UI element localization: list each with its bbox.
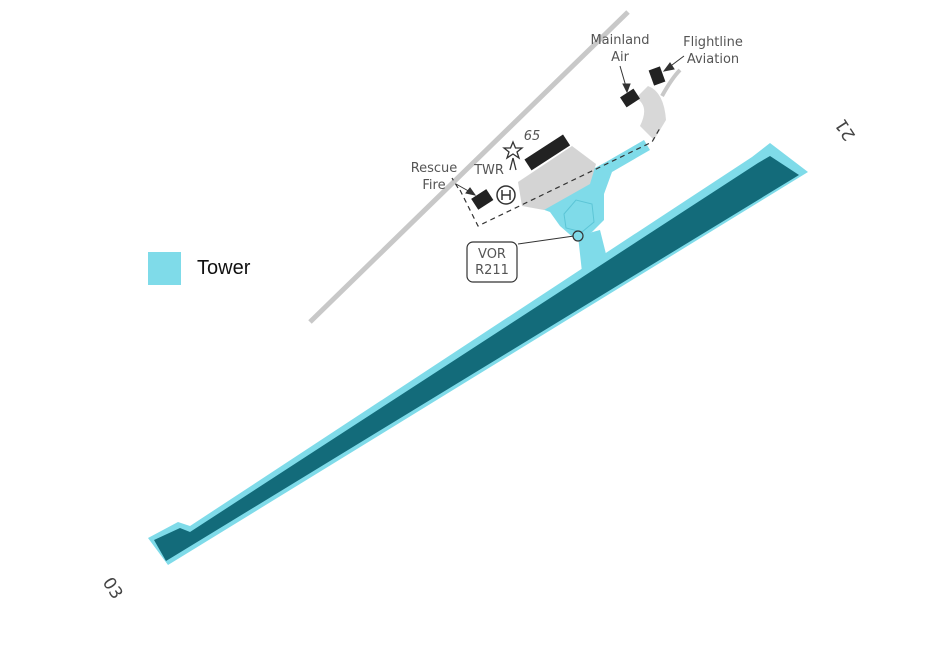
rescue-label-2: Fire bbox=[422, 178, 445, 193]
runway bbox=[154, 156, 799, 561]
beacon-icon bbox=[502, 140, 524, 171]
runway-end-03: 03 bbox=[98, 574, 127, 603]
buildings bbox=[471, 66, 666, 210]
mainland-air-label-1: Mainland bbox=[590, 33, 649, 48]
service-road bbox=[636, 86, 666, 140]
access-road bbox=[308, 10, 630, 324]
heliport-icon bbox=[496, 185, 516, 205]
boundary-line bbox=[451, 127, 661, 227]
building-flightline bbox=[648, 66, 666, 86]
legend-swatch-tower bbox=[148, 252, 181, 285]
building-terminal bbox=[524, 134, 571, 171]
tower-area-apron-taxiway bbox=[528, 140, 650, 240]
legend-label-tower: Tower bbox=[197, 257, 251, 279]
service-road-curve bbox=[660, 68, 682, 97]
building-rescue-fire bbox=[471, 189, 494, 210]
leader-arrows bbox=[455, 55, 685, 196]
twr-label: TWR bbox=[473, 163, 504, 178]
mainland-air-label-2: Air bbox=[611, 50, 630, 65]
legend: Tower bbox=[148, 252, 250, 285]
vor-box bbox=[466, 241, 518, 283]
flightline-label-1: Flightline bbox=[683, 35, 743, 50]
apron bbox=[518, 146, 596, 210]
runway-end-21: 21 bbox=[832, 115, 861, 144]
taxiway-island bbox=[563, 199, 595, 233]
elevation-label: 65 bbox=[524, 129, 541, 144]
flightline-label-2: Aviation bbox=[687, 52, 739, 67]
vor-leader bbox=[517, 235, 575, 245]
vor-label-line2: R211 bbox=[475, 263, 509, 278]
vor-label-line1: VOR bbox=[478, 247, 506, 262]
rescue-label-1: Rescue bbox=[411, 161, 458, 176]
building-mainland-air bbox=[620, 88, 640, 108]
vor-icon bbox=[572, 230, 584, 242]
